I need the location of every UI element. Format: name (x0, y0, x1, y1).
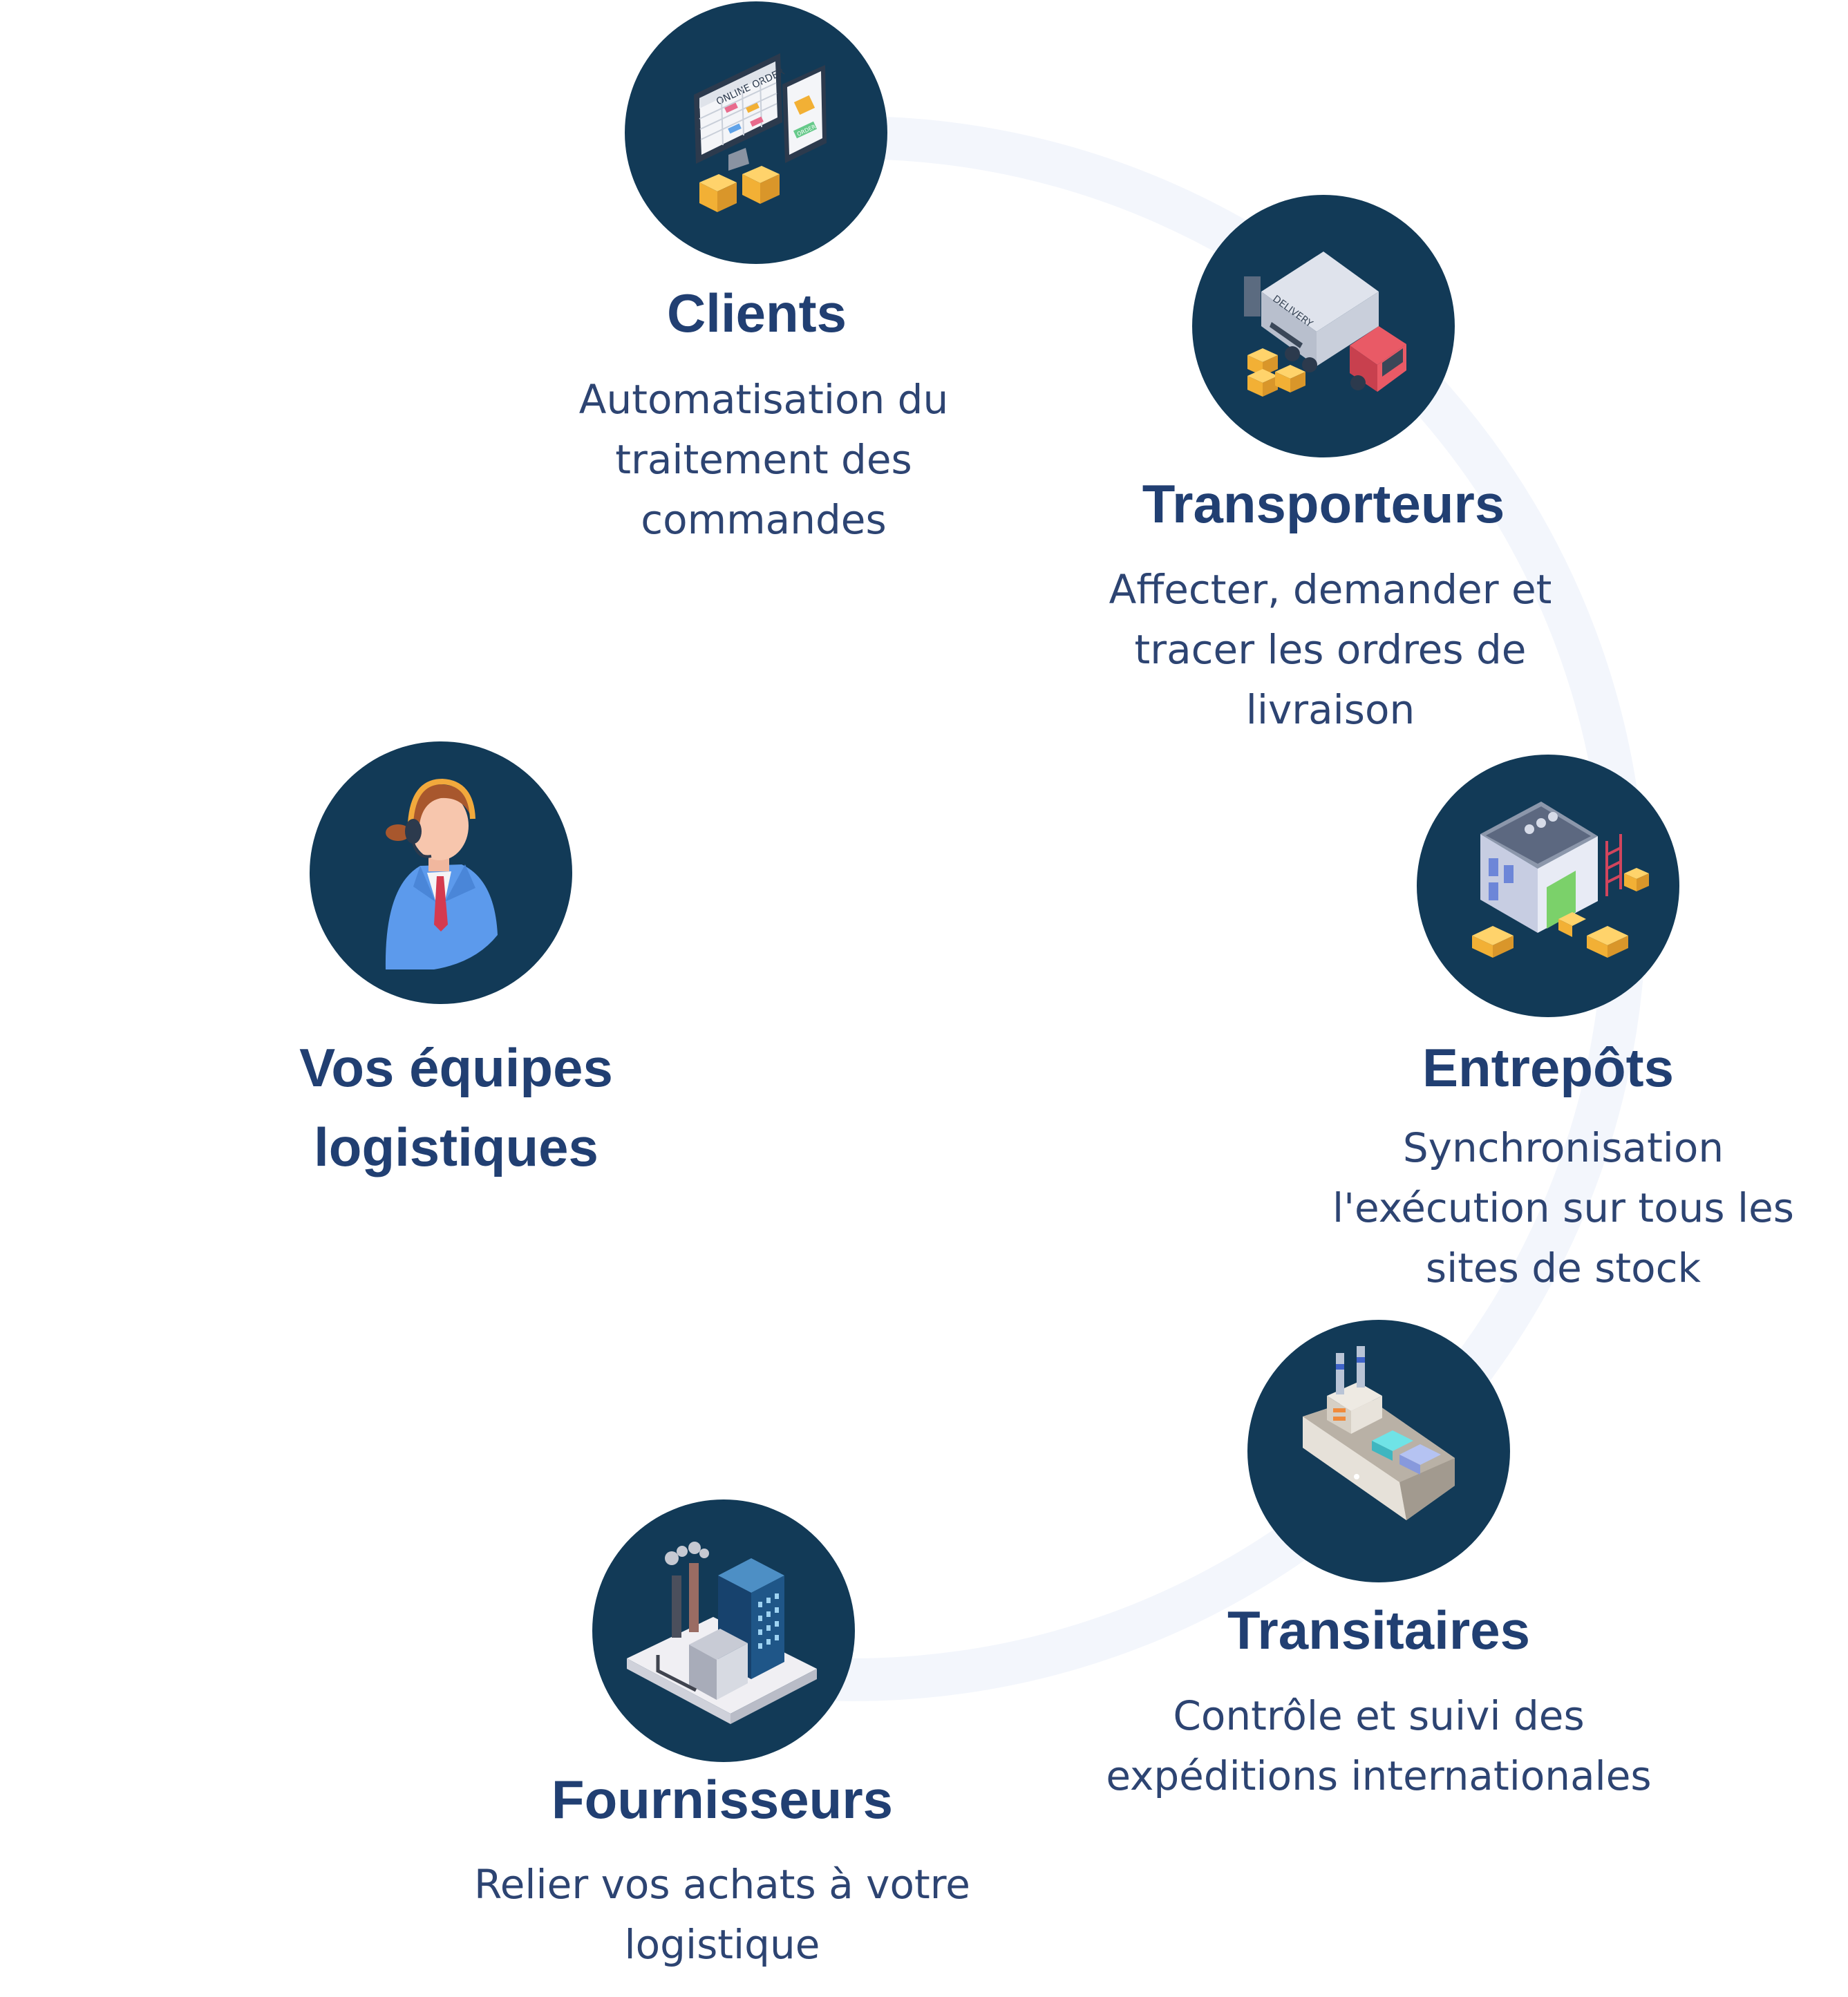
delivery-truck-icon: DELIVERY (1244, 252, 1406, 397)
transitaires-node (1247, 1320, 1510, 1582)
transitaires-title: Transitaires (1227, 1600, 1530, 1660)
equipes-title-line: logistiques (314, 1117, 598, 1177)
clients-node: ONLINE ORDER ORDER (625, 1, 887, 264)
fournisseurs-description-line: logistique (624, 1921, 820, 1968)
equipes-node (310, 741, 572, 1004)
transitaires-description-line: expéditions internationales (1106, 1752, 1652, 1799)
entrepots-description: Synchronisation l'exécution sur tous les… (1332, 1118, 1794, 1298)
entrepots-description-line: sites de stock (1425, 1244, 1701, 1291)
transitaires-description: Contrôle et suivi des expéditions intern… (1106, 1686, 1651, 1806)
fournisseurs-description-line: Relier vos achats à votre (474, 1861, 970, 1908)
fournisseurs-title: Fournisseurs (551, 1769, 894, 1830)
clients-description-line: Automatisation du (578, 376, 949, 423)
fournisseurs-node (592, 1499, 855, 1762)
entrepots-description-line: l'exécution sur tous les (1332, 1184, 1795, 1231)
transporteurs-node: DELIVERY (1192, 195, 1455, 457)
entrepots-description-line: Synchronisation (1402, 1124, 1724, 1171)
transporteurs-title: Transporteurs (1142, 473, 1505, 534)
clients-description-line: traitement des (615, 436, 912, 483)
entrepots-title: Entrepôts (1422, 1037, 1675, 1098)
entrepots-node (1417, 755, 1679, 1017)
transporteurs-description-line: livraison (1245, 686, 1415, 733)
clients-title: Clients (666, 283, 847, 343)
transporteurs-description-line: Affecter, demander et (1109, 566, 1552, 613)
fournisseurs-description: Relier vos achats à votre logistique (474, 1855, 970, 1975)
cargo-ship-icon (1303, 1346, 1455, 1520)
transitaires-description-line: Contrôle et suivi des (1173, 1692, 1585, 1739)
clients-description: Automatisation du traitement des command… (579, 370, 948, 550)
transporteurs-description: Affecter, demander et tracer les ordres … (1109, 560, 1552, 740)
transporteurs-description-line: tracer les ordres de (1134, 626, 1527, 673)
factory-icon (627, 1542, 817, 1724)
equipes-title-line: Vos équipes (299, 1037, 613, 1098)
online-order-computer-icon: ONLINE ORDER ORDER (694, 53, 827, 212)
equipes-title: Vos équipes logistiques (299, 1028, 613, 1187)
headset-agent-icon (385, 778, 498, 969)
clients-description-line: commandes (641, 496, 887, 543)
warehouse-icon (1472, 802, 1649, 958)
